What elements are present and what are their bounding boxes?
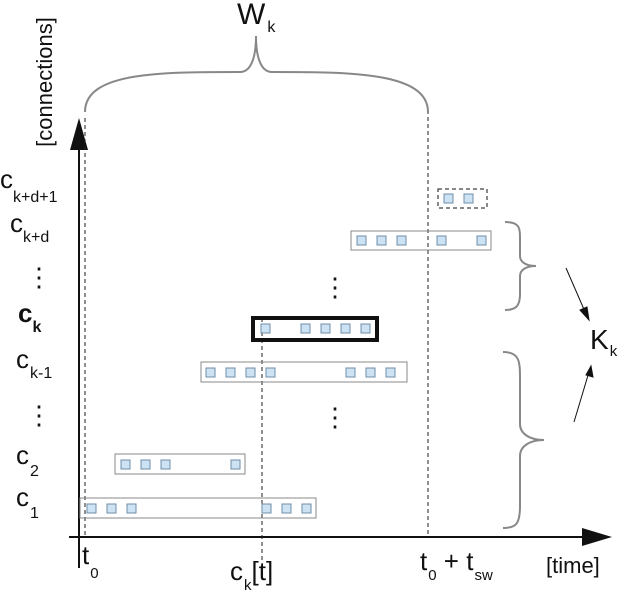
t0-label: t0	[82, 540, 99, 582]
arrow-up-head	[585, 364, 594, 378]
guide-lines	[84, 110, 429, 560]
arrow-up-to-set	[573, 371, 590, 423]
packet	[126, 503, 137, 514]
packet	[261, 503, 272, 514]
packet	[281, 503, 292, 514]
packet	[260, 323, 271, 334]
packet	[120, 459, 131, 470]
row-label-c1: c1	[16, 482, 39, 522]
packet	[301, 503, 312, 514]
packet	[463, 193, 474, 204]
packet	[443, 193, 454, 204]
row-label-dots-mid: ⋮	[26, 400, 52, 430]
connection-bars	[79, 188, 492, 519]
row-label-ck-1: ck-1	[16, 344, 52, 382]
packet	[365, 367, 376, 378]
bar-ck-d	[350, 230, 492, 251]
packet	[376, 235, 387, 246]
packet	[345, 367, 356, 378]
lower-right-brace	[502, 351, 545, 529]
packet	[160, 459, 171, 470]
packet	[300, 323, 311, 334]
bar-ck	[251, 316, 379, 342]
packet	[140, 459, 151, 470]
row-label-ck: ck	[18, 298, 41, 336]
packet	[225, 367, 236, 378]
bar-c1	[79, 497, 317, 519]
t0-tsw-label: t0 + tsw	[420, 546, 493, 584]
dots-lower: ⋮	[322, 402, 348, 432]
row-label-ck-d: ck+d	[10, 208, 49, 246]
arrow-down-to-set	[565, 267, 587, 315]
packet	[86, 503, 97, 514]
packets	[86, 193, 487, 514]
ck-t-label: ck[t]	[230, 556, 273, 594]
row-label-ck-d1: ck+d+1	[0, 164, 58, 206]
packet	[106, 503, 117, 514]
packet	[245, 367, 256, 378]
packet	[356, 235, 367, 246]
axes	[69, 118, 612, 568]
packet	[230, 459, 241, 470]
dots-upper: ⋮	[322, 272, 348, 302]
packet	[385, 367, 396, 378]
set-label: Kk	[590, 324, 618, 360]
y-axis-arrowhead	[70, 118, 88, 150]
upper-right-brace	[504, 221, 537, 311]
packet	[205, 367, 216, 378]
packet	[360, 323, 371, 334]
window-brace	[84, 35, 429, 113]
x-axis-label: [time]	[546, 553, 600, 578]
bar-c2	[114, 453, 246, 475]
row-label-c2: c2	[16, 440, 39, 480]
packet	[320, 323, 331, 334]
packet	[396, 235, 407, 246]
packet	[265, 367, 276, 378]
set-arrows	[565, 267, 594, 423]
bar-ck-1	[200, 361, 408, 383]
packet	[340, 323, 351, 334]
row-label-dots-top: ⋮	[26, 262, 52, 292]
packet	[436, 235, 447, 246]
x-axis-arrowhead	[582, 528, 612, 546]
y-axis-label: [connections]	[32, 17, 57, 147]
arrow-down-head	[579, 306, 590, 322]
packet	[476, 235, 487, 246]
bar-ck-d1	[437, 188, 488, 209]
